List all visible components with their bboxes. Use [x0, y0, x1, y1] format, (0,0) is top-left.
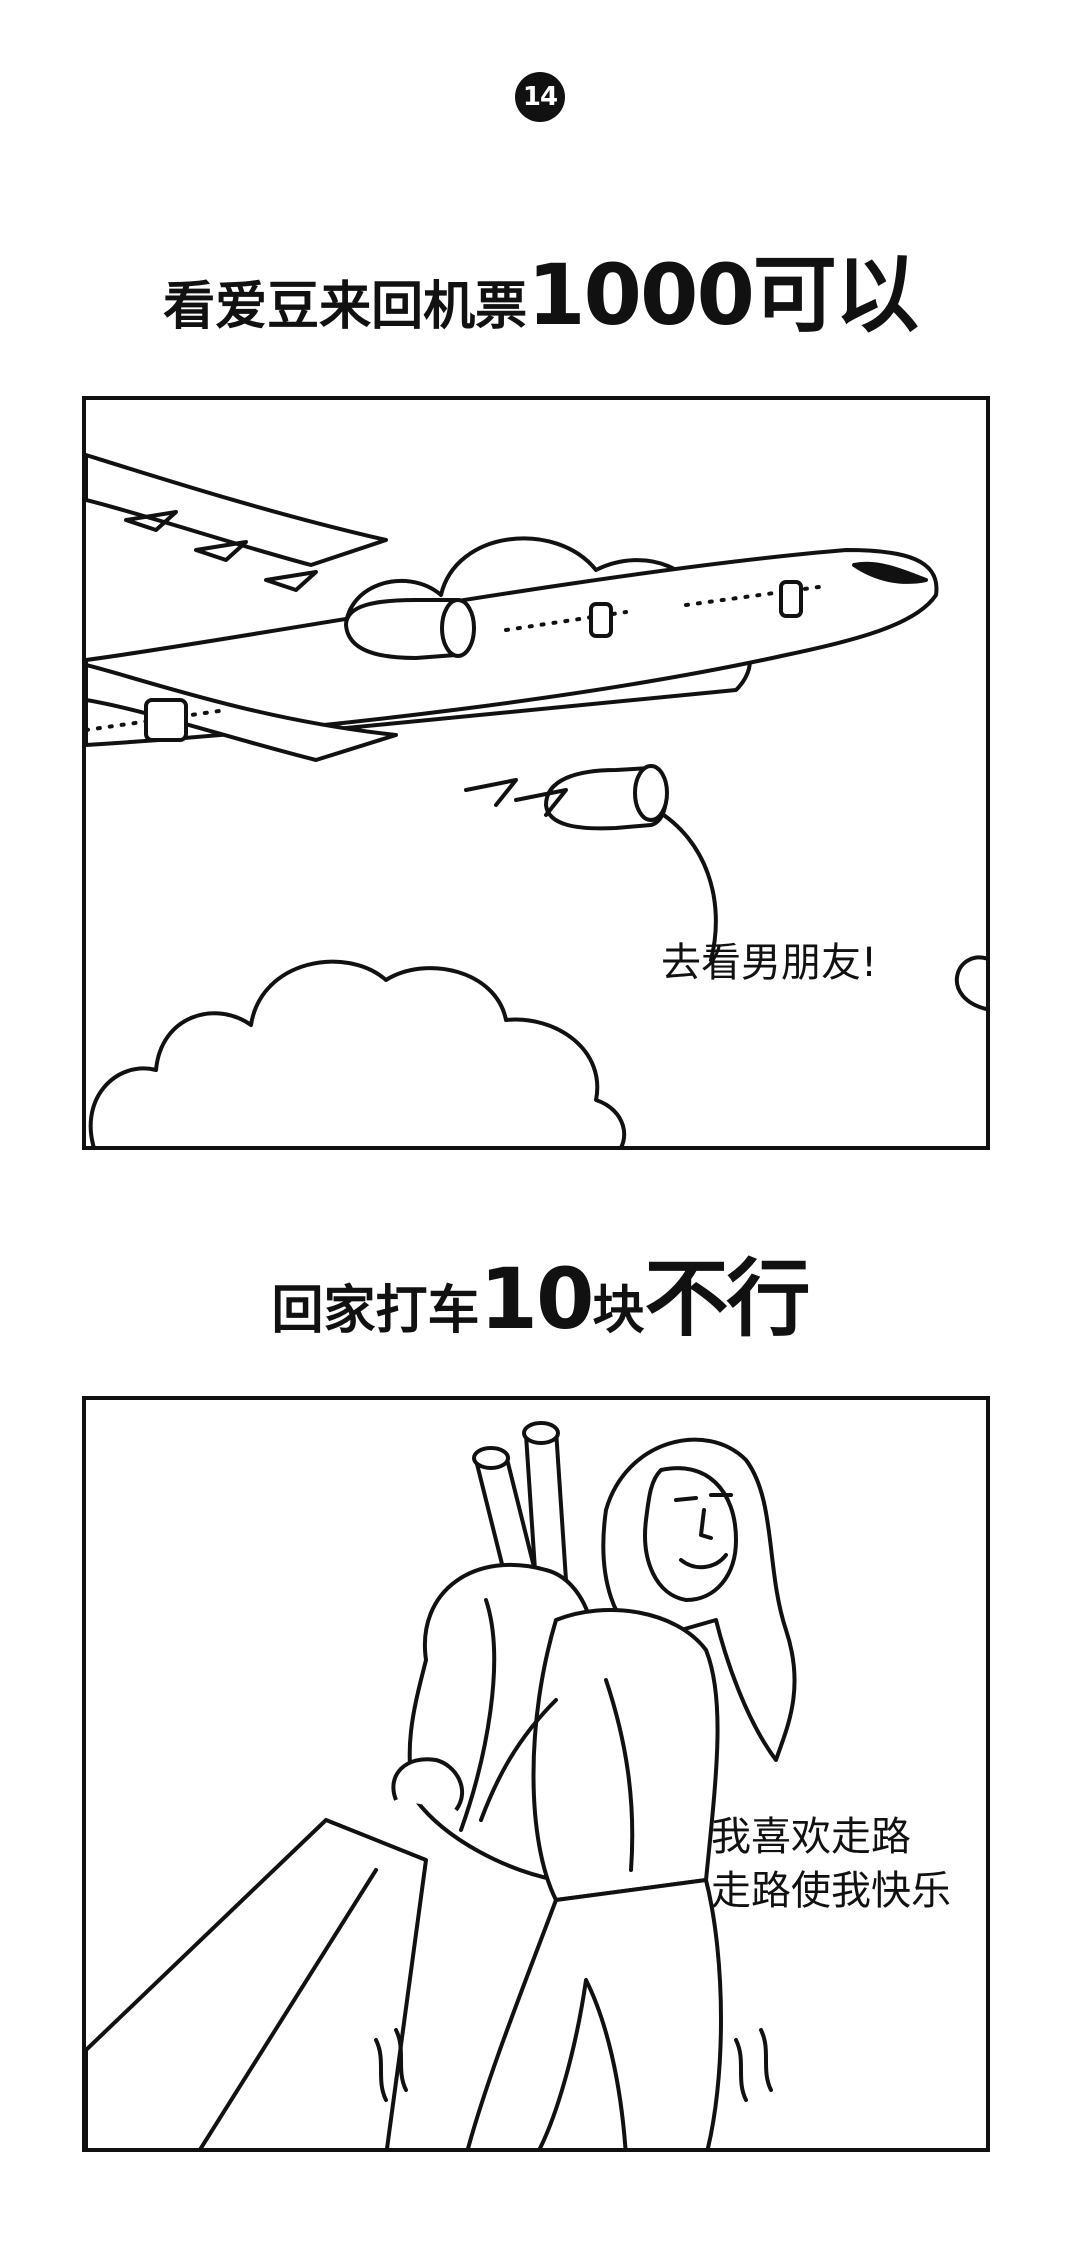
arm-left — [479, 1698, 558, 1822]
headline-2-text-b: 10 — [479, 1250, 595, 1348]
suitcase — [86, 1818, 428, 2148]
airplane-engine-near-intake — [440, 598, 476, 658]
tail-flaps — [464, 778, 568, 817]
speech-line-1: 我喜欢走路 — [711, 1814, 911, 1860]
wing-flap-3 — [264, 570, 318, 592]
nose — [699, 1508, 713, 1540]
headline-2-text-a: 回家打车 — [271, 1281, 480, 1341]
face — [643, 1466, 738, 1602]
headline-2-text-c: 块 — [592, 1281, 645, 1341]
sweater-fold — [604, 1678, 635, 1872]
backpack-strap — [459, 1598, 497, 1832]
headline-1-text-a: 看爱豆来回机票 — [163, 277, 528, 337]
suitcase-edge — [198, 1868, 378, 2148]
page-number-badge: 14 — [515, 72, 565, 122]
airplane-door-rear — [144, 698, 188, 742]
cloud-swirl — [654, 808, 718, 962]
speech-text-go-see-boyfriend: 去看男朋友! — [661, 940, 878, 986]
comic-panel-airplane: 去看男朋友! — [82, 396, 990, 1150]
suitcase-handle — [391, 1757, 464, 1812]
speech-text-i-like-walking: 我喜欢走路 走路使我快乐 — [711, 1810, 951, 1918]
pipe-left-end — [472, 1446, 510, 1470]
airplane-illustration — [86, 453, 986, 1146]
comic-panel-walking: 我喜欢走路 走路使我快乐 — [82, 1396, 990, 2152]
airplane-engine-far-intake — [633, 764, 669, 822]
headline-2-text-d: 不行 — [644, 1250, 810, 1348]
airplane-door-front — [779, 580, 803, 618]
speech-line-2: 走路使我快乐 — [711, 1868, 951, 1914]
airplane-nose-window — [852, 561, 928, 584]
headline-1-text-b: 1000可以 — [527, 246, 919, 344]
headline-idol-ticket: 看爱豆来回机票1000可以 — [0, 228, 1080, 349]
airplane-door-mid — [589, 602, 613, 638]
mouth-smile — [679, 1553, 728, 1570]
motion-lines-left — [374, 2028, 408, 2102]
wing-flap-1 — [124, 510, 178, 532]
cloud-edge-right — [954, 955, 986, 1011]
cloud-bottom — [88, 959, 627, 1146]
motion-lines-right — [734, 2028, 773, 2102]
walking-woman-illustration — [86, 1421, 797, 2148]
trousers — [466, 1878, 723, 2148]
wing-flap-2 — [194, 540, 248, 562]
pipe-right-end — [522, 1421, 560, 1445]
headline-taxi-home: 回家打车10块不行 — [0, 1232, 1080, 1353]
eyes — [674, 1493, 733, 1502]
